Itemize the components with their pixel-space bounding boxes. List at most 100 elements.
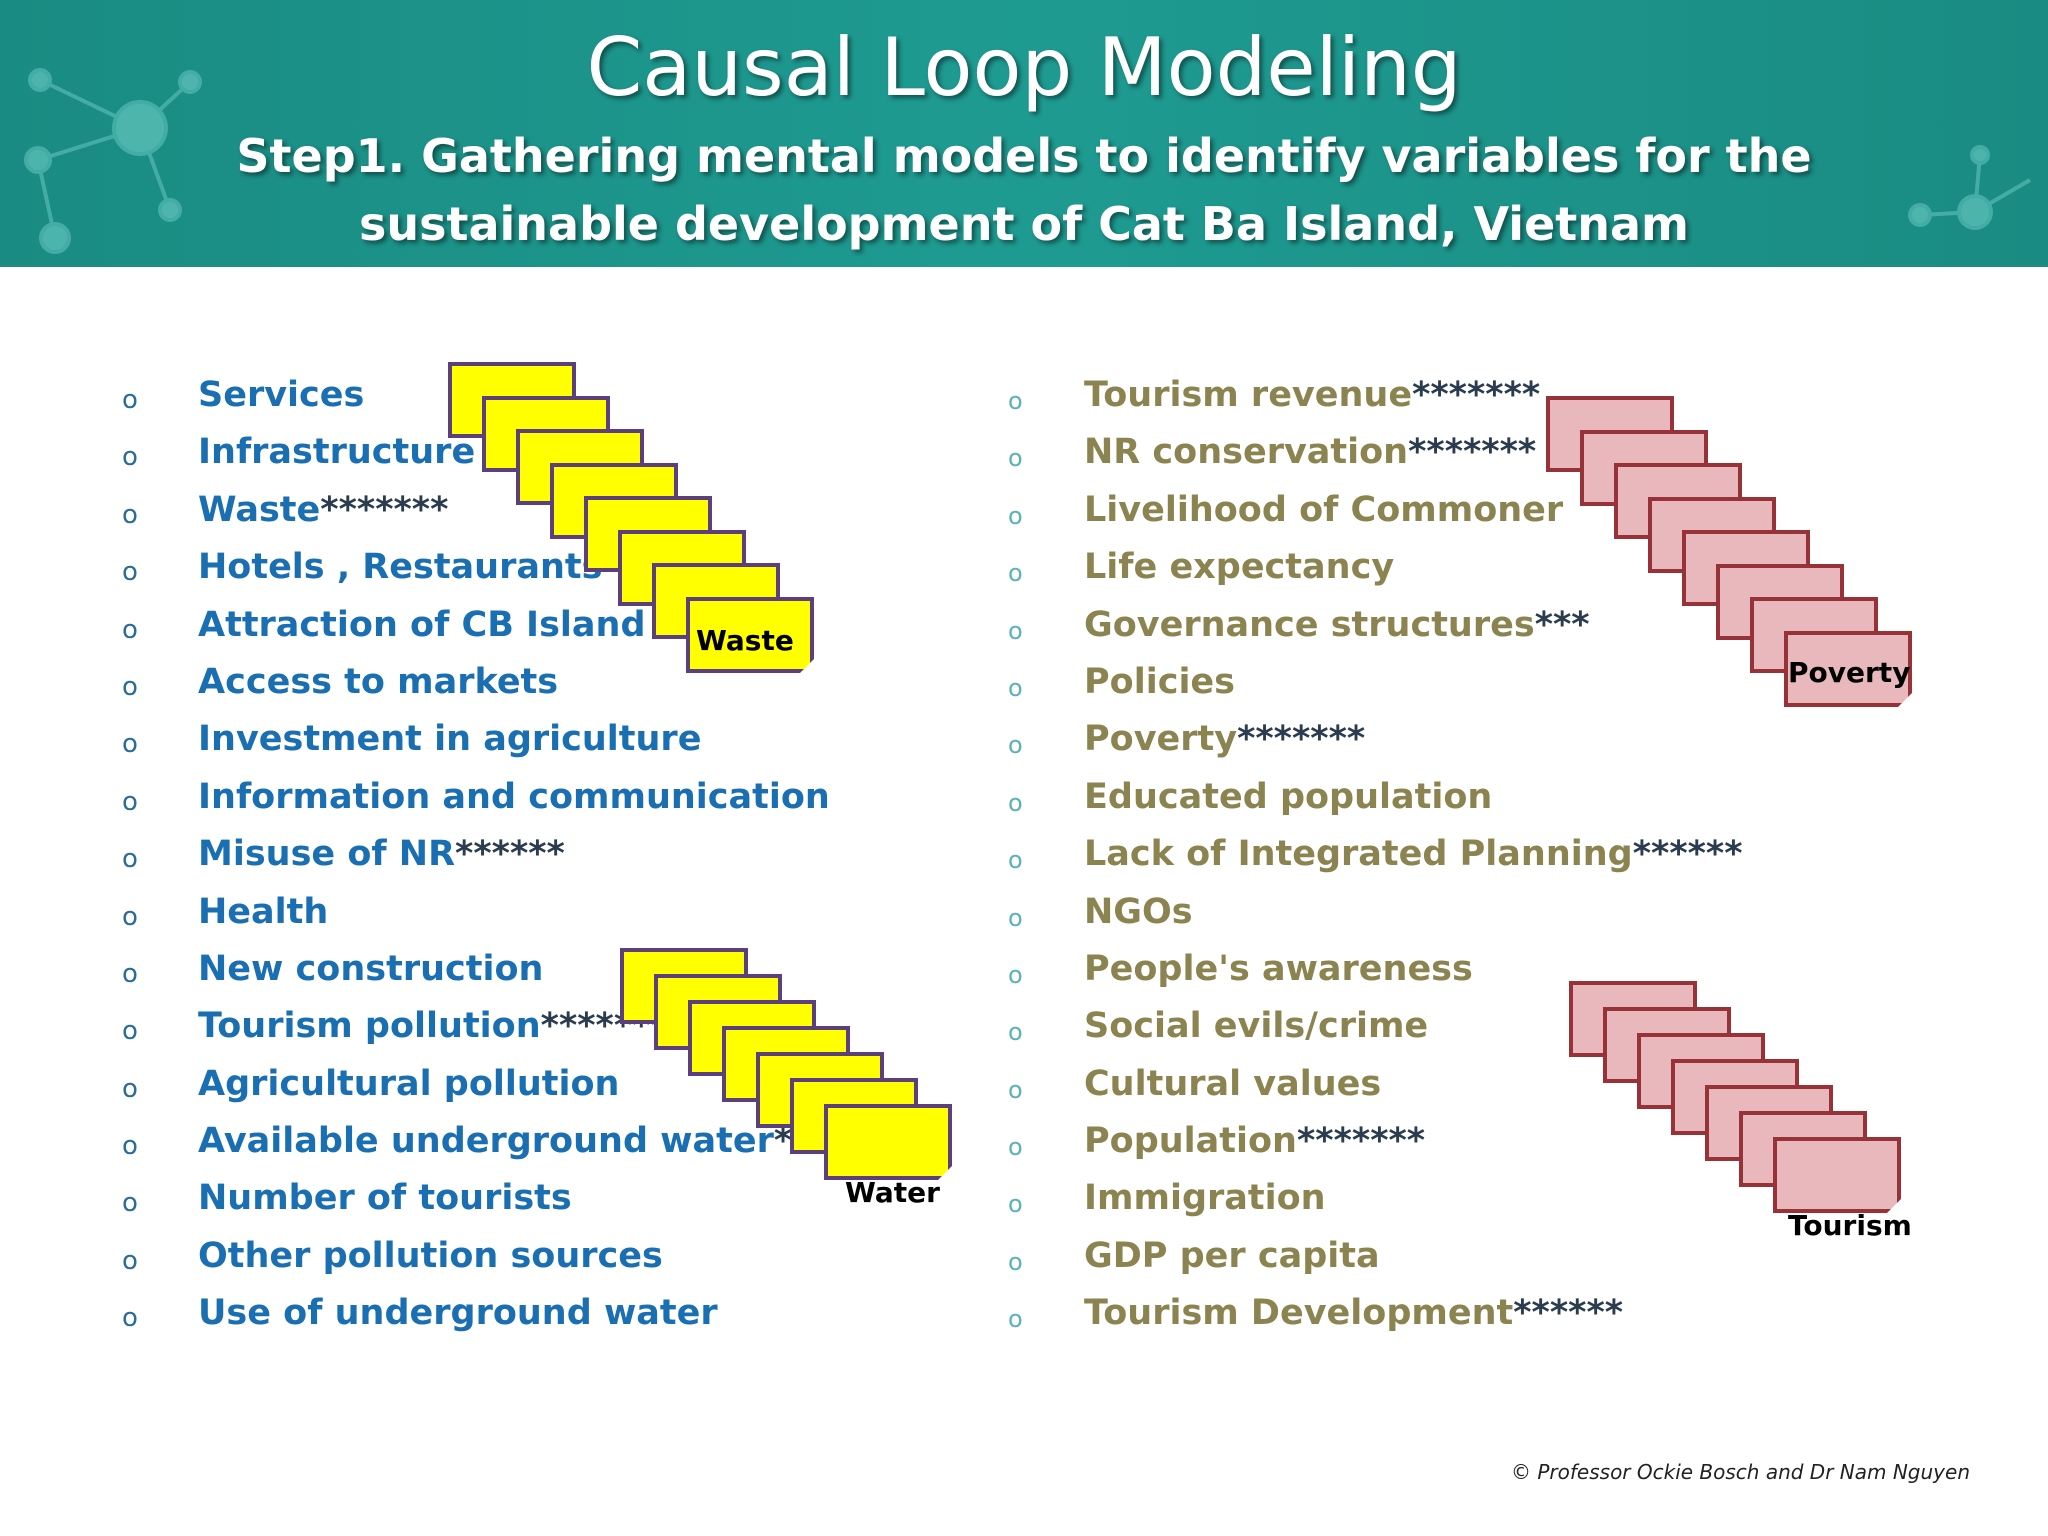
priority-stars: ******* [320, 489, 449, 530]
stack-card [686, 596, 814, 673]
variable-label: Life expectancy [1084, 547, 1394, 587]
bullet-icon: o [122, 1073, 138, 1104]
bullet-icon: o [1008, 1305, 1023, 1334]
variable-name: Life expectancy [1084, 547, 1395, 588]
bullet-icon: o [122, 671, 138, 702]
variable-label: NGOs [1084, 892, 1193, 932]
bullet-icon: o [122, 442, 138, 473]
bullet-icon: o [122, 499, 138, 530]
bullet-icon: o [1008, 1190, 1023, 1219]
variable-label: People's awareness [1084, 949, 1473, 989]
network-decoration-icon [24, 68, 2032, 254]
waste-stack-label: Waste [696, 624, 794, 657]
bullet-icon: o [122, 729, 138, 760]
variable-label: Tourism Development****** [1084, 1293, 1623, 1333]
variable-name: Information and communication [198, 776, 830, 817]
variable-name: NGOs [1084, 891, 1193, 932]
variable-name: People's awareness [1084, 948, 1473, 989]
stack-card [1784, 630, 1912, 707]
variable-name: Services [198, 375, 365, 415]
priority-stars: ****** [1632, 834, 1743, 875]
bullet-icon: o [122, 1303, 138, 1334]
variable-name: New construction [198, 948, 544, 989]
variable-name: Population [1084, 1121, 1297, 1162]
variable-name: Misuse of NR [198, 834, 456, 875]
variable-name: Infrastructure [198, 432, 476, 473]
variable-name: Investment in agriculture [198, 719, 702, 760]
bullet-icon: o [1008, 731, 1023, 760]
variable-name: Access to markets [198, 661, 559, 702]
bullet-icon: o [122, 614, 138, 645]
variable-label: Immigration [1084, 1178, 1326, 1218]
variable-label: Poverty******* [1084, 719, 1365, 759]
bullet-icon: o [1008, 444, 1023, 473]
variable-label: Educated population [1084, 777, 1492, 817]
variable-label: Policies [1084, 662, 1235, 702]
variable-name: Social evils/crime [1084, 1006, 1429, 1047]
variable-label: New construction [198, 949, 543, 989]
variable-label: Investment in agriculture [198, 719, 701, 759]
folded-corner-icon [1887, 1199, 1901, 1213]
folded-corner-icon [1898, 692, 1912, 707]
variable-name: Use of underground water [198, 1293, 718, 1334]
variable-label: Social evils/crime [1084, 1006, 1428, 1046]
priority-stars: ******* [1237, 719, 1366, 760]
variable-label: GDP per capita [1084, 1236, 1380, 1276]
variable-label: Tourism revenue******* [1084, 375, 1540, 415]
variable-name: Poverty [1084, 719, 1238, 760]
variable-label: Other pollution sources [198, 1236, 663, 1276]
bullet-icon: o [122, 1131, 138, 1162]
variable-label: Attraction of CB Island [198, 605, 646, 645]
variable-name: Available underground water [198, 1121, 774, 1162]
stack-card [1773, 1137, 1901, 1213]
priority-stars: ****** [455, 834, 565, 875]
variable-name: Tourism revenue [1084, 375, 1413, 415]
variable-label: Lack of Integrated Planning****** [1084, 834, 1743, 874]
water-stack-label: Water [845, 1176, 940, 1209]
variable-label: Governance structures*** [1084, 605, 1590, 645]
variable-name: Number of tourists [198, 1178, 572, 1219]
variable-label: Misuse of NR****** [198, 834, 565, 874]
priority-stars: ******* [1408, 432, 1537, 473]
bullet-icon: o [1008, 559, 1023, 588]
variable-label: Waste******* [198, 490, 448, 530]
variable-name: NR conservation [1084, 432, 1409, 473]
poverty-stack-label: Poverty [1788, 656, 1911, 689]
stack-card [824, 1104, 952, 1180]
variable-label: Health [198, 892, 328, 932]
bullet-icon: o [1008, 501, 1023, 530]
bullet-icon: o [1008, 903, 1023, 932]
bullet-icon: o [122, 844, 138, 875]
bullet-icon: o [1008, 1133, 1023, 1162]
variable-name: Governance structures [1084, 604, 1535, 645]
variable-label: Tourism pollution******* [198, 1006, 669, 1046]
variable-label: Cultural values [1084, 1064, 1381, 1104]
priority-stars: ******* [1412, 375, 1541, 415]
variable-name: Waste [198, 489, 321, 530]
variable-name: Immigration [1084, 1178, 1326, 1219]
bullet-icon: o [1008, 1247, 1023, 1276]
variable-name: Educated population [1084, 776, 1493, 817]
page-subtitle: Step1. Gathering mental models to identi… [236, 129, 1812, 251]
bullet-icon: o [122, 557, 138, 588]
variable-name: Lack of Integrated Planning [1084, 834, 1633, 875]
bullet-icon: o [122, 1245, 138, 1276]
variable-name: GDP per capita [1084, 1235, 1380, 1276]
bullet-icon: o [1008, 960, 1023, 989]
priority-stars: ***** [1513, 1293, 1605, 1334]
bullet-icon: o [122, 786, 138, 817]
variable-name: Cultural values [1084, 1063, 1382, 1104]
variable-label: Information and communication [198, 777, 830, 817]
variable-label: NR conservation******* [1084, 432, 1536, 472]
folded-corner-icon [800, 658, 814, 673]
variable-label: Services [198, 375, 364, 415]
priority-stars-light: * [1604, 1293, 1624, 1334]
bullet-icon: o [122, 901, 138, 932]
variable-name: Policies [1084, 661, 1236, 702]
bullet-icon: o [1008, 788, 1023, 817]
variable-name: Tourism pollution [198, 1006, 541, 1047]
tourism-stack-label: Tourism [1788, 1209, 1912, 1242]
page-title: Causal Loop Modeling [586, 21, 1462, 114]
variable-name: Agricultural pollution [198, 1063, 620, 1104]
variable-label: Livelihood of Commoner [1084, 490, 1563, 530]
